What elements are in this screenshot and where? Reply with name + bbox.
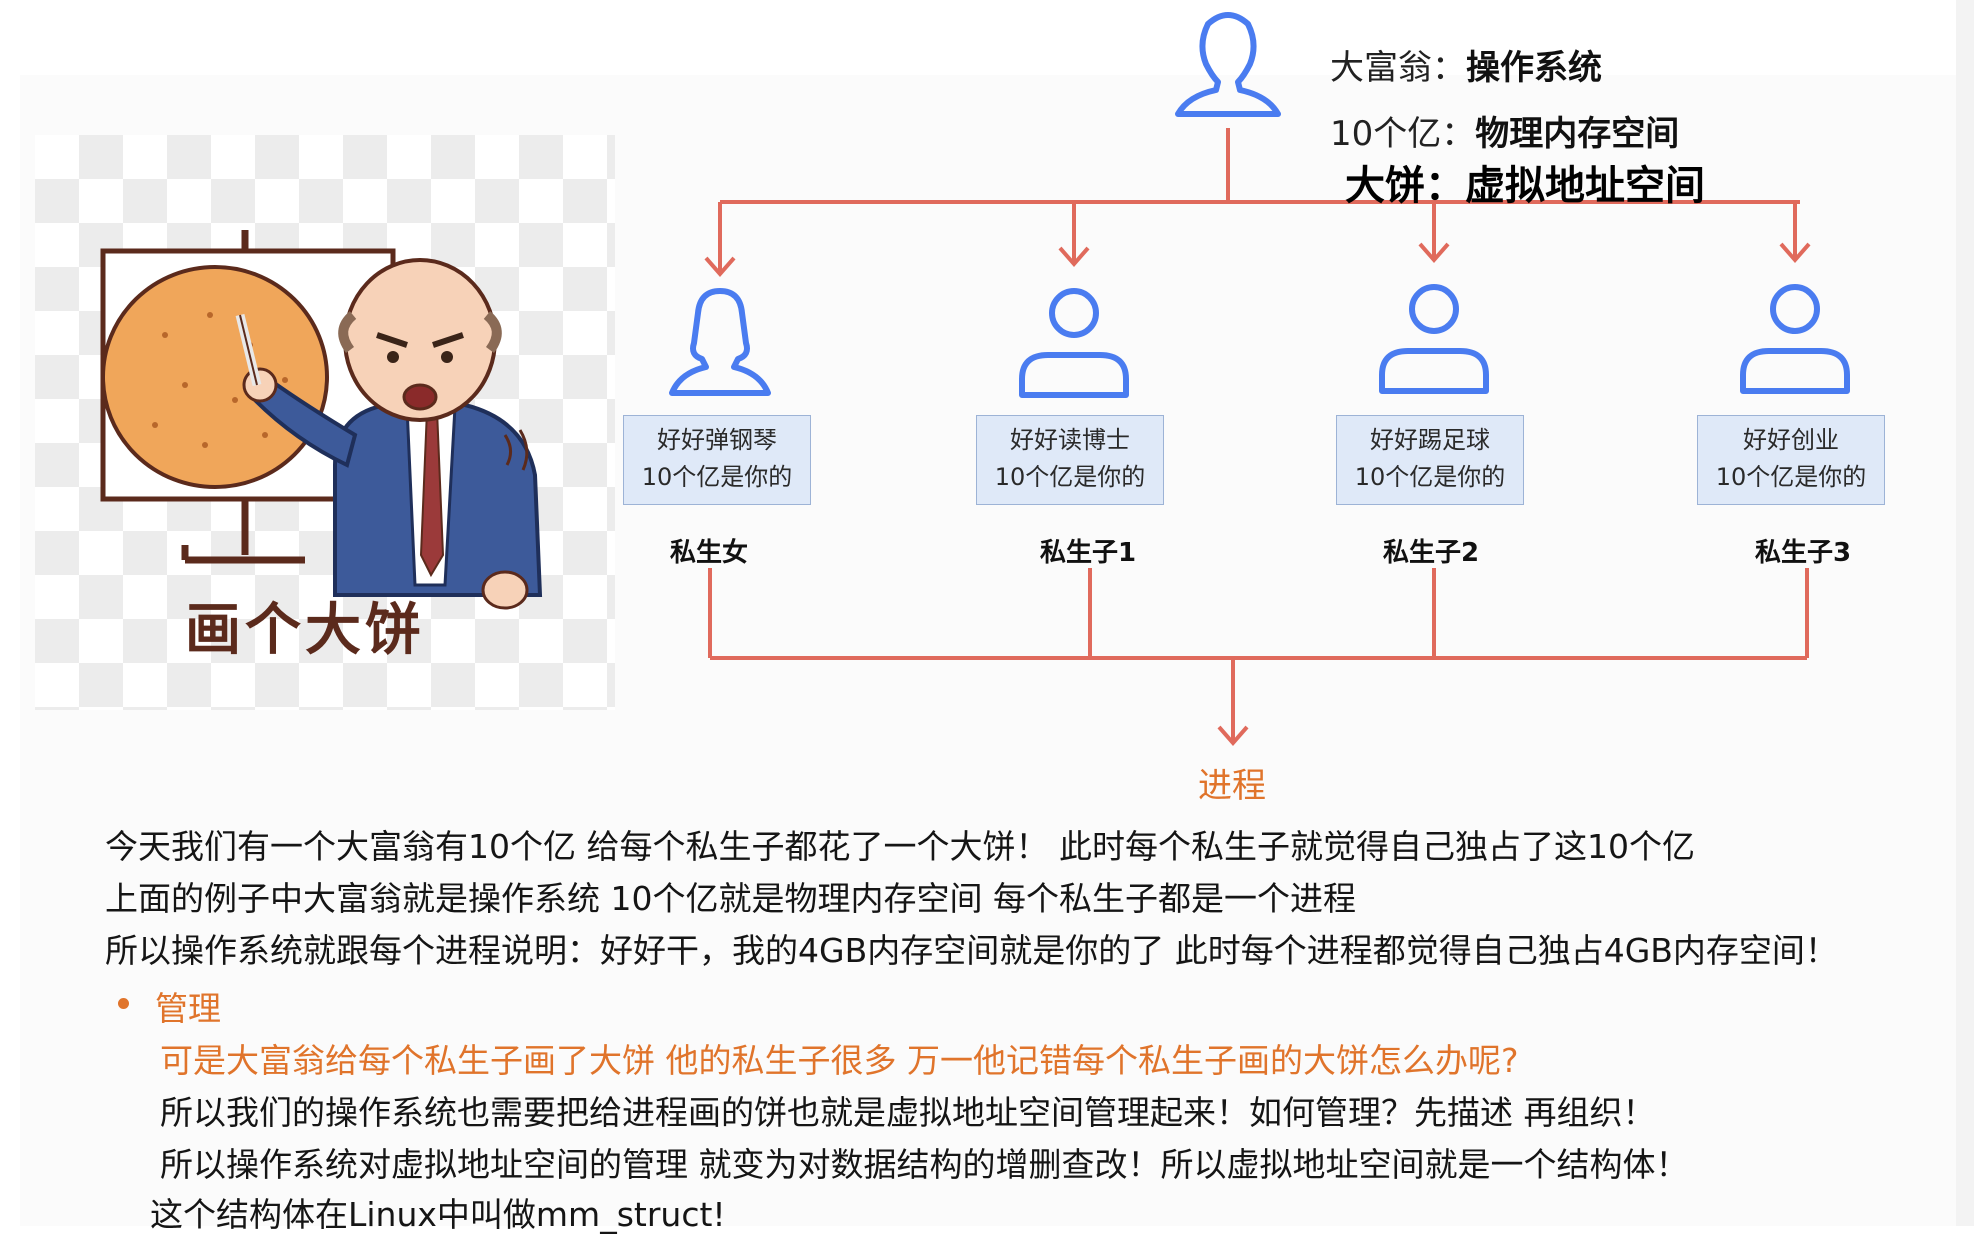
management-line-2: 所以操作系统对虚拟地址空间的管理 就变为对数据结构的增删查改！所以虚拟地址空间就… — [160, 1145, 1689, 1184]
illustration-draw-big-pie: 画个大饼 — [35, 135, 615, 710]
person-icon — [1019, 288, 1129, 398]
child-label-3: 私生子3 — [1755, 538, 1852, 568]
child-label-1: 私生子1 — [1040, 538, 1137, 568]
owner-person-icon — [1175, 12, 1281, 117]
child-card-3: 好好创业 10个亿是你的 — [1697, 415, 1885, 505]
illustration-caption: 画个大饼 — [185, 598, 425, 663]
management-question: 可是大富翁给每个私生子画了大饼 他的私生子很多 万一他记错每个私生子画的大饼怎么… — [160, 1041, 1519, 1080]
person-icon — [1740, 284, 1850, 394]
child-card-2: 好好踢足球 10个亿是你的 — [1336, 415, 1524, 505]
paragraph-3: 所以操作系统就跟每个进程说明：好好干，我的4GB内存空间就是你的了 此时每个进程… — [105, 931, 1838, 970]
child-label-2: 私生子2 — [1383, 538, 1480, 568]
owner-os-line: 大富翁：操作系统 — [1330, 48, 1602, 88]
child-label-0: 私生女 — [670, 538, 749, 568]
child-card-1: 好好读博士 10个亿是你的 — [976, 415, 1164, 505]
pie-drawing — [101, 265, 329, 489]
paragraph-2: 上面的例子中大富翁就是操作系统 10个亿就是物理内存空间 每个私生子都是一个进程 — [105, 879, 1356, 918]
management-line-1: 所以我们的操作系统也需要把给进程画的饼也就是虚拟地址空间管理起来！如何管理？先描… — [160, 1093, 1656, 1132]
person-icon — [1379, 284, 1489, 394]
bullet-dot — [118, 998, 129, 1009]
cartoon-rich-man-drawing-pie — [100, 230, 543, 610]
owner-memory-line: 10个亿：物理内存空间 — [1330, 114, 1680, 154]
management-title: 管理 — [155, 989, 221, 1028]
page-edge — [1956, 0, 1974, 1226]
management-line-3: 这个结构体在Linux中叫做mm_struct! — [150, 1195, 726, 1234]
female-person-icon — [669, 288, 771, 396]
paragraph-1: 今天我们有一个大富翁有10个亿 给每个私生子都花了一个大饼！ 此时每个私生子就觉… — [105, 827, 1695, 866]
owner-virtual-address-line: 大饼：虚拟地址空间 — [1345, 163, 1705, 209]
process-label: 进程 — [1198, 766, 1266, 806]
child-card-0: 好好弹钢琴 10个亿是你的 — [623, 415, 811, 505]
